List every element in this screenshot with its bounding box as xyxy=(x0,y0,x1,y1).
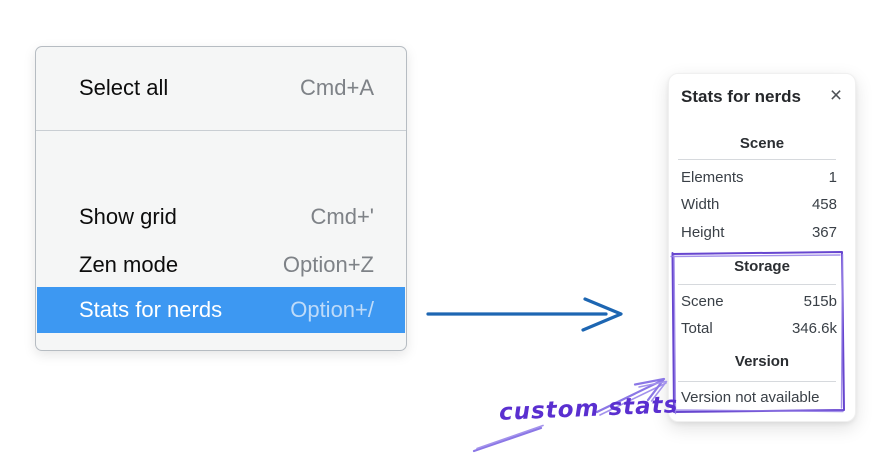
stat-value: 346.6k xyxy=(791,320,837,337)
section-divider xyxy=(678,284,836,285)
context-menu: Select all Cmd+A Show grid Cmd+' Zen mod… xyxy=(35,46,407,351)
stat-label: Height xyxy=(681,224,725,241)
stat-row-elements: Elements 1 xyxy=(681,165,837,191)
menu-item-shortcut: Option+Z xyxy=(282,252,374,277)
stat-value: 515b xyxy=(803,293,837,310)
menu-item-stats-for-nerds[interactable]: Stats for nerds Option+/ xyxy=(37,287,405,333)
stat-label: Total xyxy=(681,320,713,337)
version-note: Version not available xyxy=(681,389,820,406)
menu-item-label: Stats for nerds xyxy=(79,297,223,322)
stat-label: Scene xyxy=(681,293,724,310)
stats-panel: Stats for nerds × Scene Elements 1 Width… xyxy=(668,73,856,422)
menu-item-zen-mode[interactable]: Zen mode Option+Z xyxy=(37,241,405,289)
custom-stats-arrow xyxy=(472,377,668,453)
menu-item-label: Select all xyxy=(79,75,169,100)
section-divider xyxy=(678,159,836,160)
section-heading-version: Version xyxy=(734,353,790,370)
section-divider xyxy=(678,381,836,382)
stats-panel-title: Stats for nerds xyxy=(681,87,801,106)
menu-item-show-grid[interactable]: Show grid Cmd+' xyxy=(37,193,405,241)
menu-item-label: Zen mode xyxy=(79,252,179,277)
close-icon[interactable]: × xyxy=(824,84,848,108)
stat-row-total-storage: Total 346.6k xyxy=(681,316,837,342)
menu-separator xyxy=(36,130,406,131)
custom-stats-label: custom stats xyxy=(498,392,679,426)
menu-item-shortcut: Option+/ xyxy=(290,297,374,322)
section-heading-scene: Scene xyxy=(739,135,785,152)
stat-row-height: Height 367 xyxy=(681,220,837,246)
stat-value: 1 xyxy=(828,169,837,186)
menu-to-panel-arrow xyxy=(426,297,623,332)
menu-item-shortcut: Cmd+A xyxy=(300,75,374,100)
stat-value: 367 xyxy=(811,224,837,241)
stat-row-scene-storage: Scene 515b xyxy=(681,289,837,315)
stat-value: 458 xyxy=(811,196,837,213)
menu-item-select-all[interactable]: Select all Cmd+A xyxy=(37,60,405,116)
stat-label: Width xyxy=(681,196,720,213)
menu-item-shortcut: Cmd+' xyxy=(310,204,375,229)
stat-label: Elements xyxy=(681,169,744,186)
menu-item-label: Show grid xyxy=(79,204,177,229)
stat-row-width: Width 458 xyxy=(681,192,837,218)
section-heading-storage: Storage xyxy=(734,258,790,275)
